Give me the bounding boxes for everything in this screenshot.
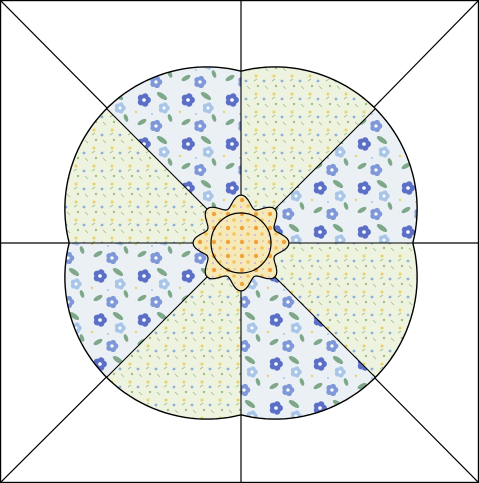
- center-medallion: [192, 194, 290, 292]
- petal-1: [241, 66, 418, 243]
- petal-8: [64, 66, 241, 243]
- petal-3: [241, 243, 418, 420]
- petal-6: [64, 243, 241, 420]
- center-flower-shape: [192, 194, 290, 292]
- petal-5: [64, 243, 241, 420]
- petal-4: [241, 243, 418, 420]
- petal-2: [241, 66, 418, 243]
- center-circle: [210, 212, 272, 274]
- petal-7: [64, 66, 241, 243]
